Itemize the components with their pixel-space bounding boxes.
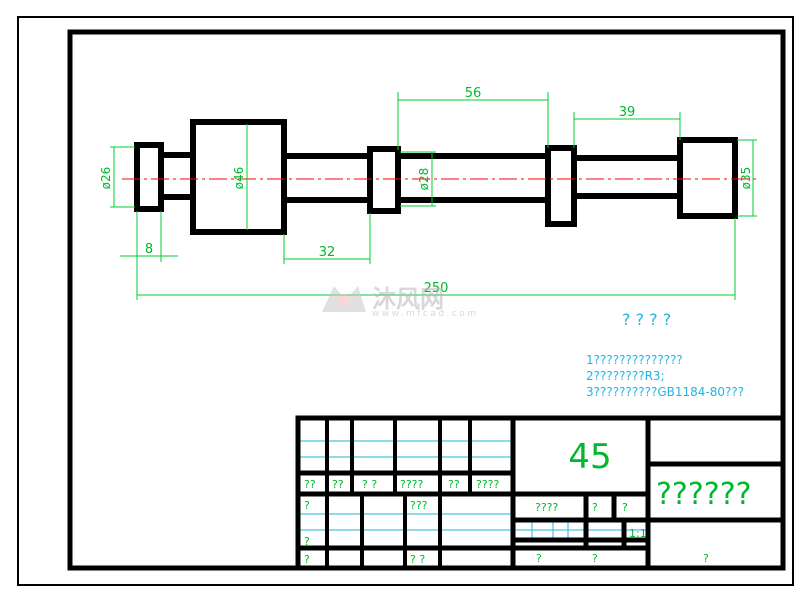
title-block-row1-1: ??	[332, 478, 344, 491]
dim-d46-label: ø46	[232, 167, 246, 190]
title-block-row4a: ?	[304, 553, 310, 566]
title-block-scale: 1:1	[629, 527, 647, 540]
dim-len32-label: 32	[319, 245, 336, 260]
dim-len39-label: 39	[619, 105, 636, 120]
dim-len250-label: 250	[424, 281, 449, 296]
shaft-neck	[158, 152, 196, 200]
title-block-row2b: ???	[410, 499, 428, 512]
shaft-right-section	[571, 155, 683, 199]
title-block-row2a: ?	[304, 499, 310, 512]
title-block-bottom-b: ?	[592, 552, 598, 565]
title-block-mid-c: ?	[622, 501, 628, 514]
dim-d35-label: ø35	[739, 167, 753, 190]
watermark-url: www.mfcad.com	[372, 309, 476, 319]
title-block-row1-5: ????	[476, 478, 500, 491]
title-block: 45 ?????? ?? ?? ? ? ???? ?? ???? ? ??? ?…	[295, 415, 786, 571]
dim-d28: ø28	[400, 151, 436, 207]
watermark-name: 沐风网	[372, 285, 444, 313]
title-block-row1-4: ??	[448, 478, 460, 491]
title-block-bottom-c: ?	[703, 552, 709, 565]
dim-d35: ø35	[737, 139, 757, 217]
sheet-border	[17, 16, 794, 586]
dim-d46: ø46	[232, 124, 248, 230]
dim-d26-label: ø26	[99, 167, 113, 190]
dim-d26: ø26	[99, 146, 135, 208]
shaft-middle	[281, 153, 373, 203]
dim-len250: 250	[136, 211, 736, 300]
dim-len56: 56	[397, 86, 549, 150]
shaft-right-end-d35	[677, 137, 738, 219]
title-block-row1-3: ????	[400, 478, 424, 491]
dim-len56-label: 56	[465, 86, 482, 101]
title-block-bottom-a: ?	[536, 552, 542, 565]
watermark: 沐风网 www.mfcad.com	[322, 285, 476, 319]
title-block-row1-2: ? ?	[362, 478, 377, 491]
notes-line-2: 2????????R3;	[586, 369, 665, 383]
notes-heading: ? ? ? ?	[622, 310, 671, 329]
shaft-left-collar	[134, 142, 164, 212]
shaft-ring	[367, 146, 401, 214]
dim-len39: 39	[573, 105, 681, 148]
dim-d28-label: ø28	[417, 168, 431, 191]
notes-line-1: 1??????????????	[586, 353, 683, 367]
dim-len32: 32	[283, 213, 371, 264]
title-block-material: 45	[568, 437, 611, 477]
technical-notes: ? ? ? ? 1?????????????? 2????????R3; 3??…	[586, 310, 744, 399]
dim-len8: 8	[120, 211, 178, 262]
title-block-row3: ?	[304, 535, 310, 548]
title-block-row1-0: ??	[304, 478, 316, 491]
title-block-drawing-name: ??????	[656, 477, 752, 512]
shaft	[134, 119, 738, 235]
shaft-ring-2	[545, 145, 577, 227]
notes-line-3: 3??????????GB1184-80???	[586, 385, 744, 399]
title-block-mid-a: ????	[535, 501, 559, 514]
dimensions: ø26 ø46 ø28 ø35 56	[99, 86, 757, 300]
title-block-row4b: ? ?	[410, 553, 425, 566]
dim-len8-label: 8	[145, 242, 153, 257]
title-block-mid-b: ?	[592, 501, 598, 514]
